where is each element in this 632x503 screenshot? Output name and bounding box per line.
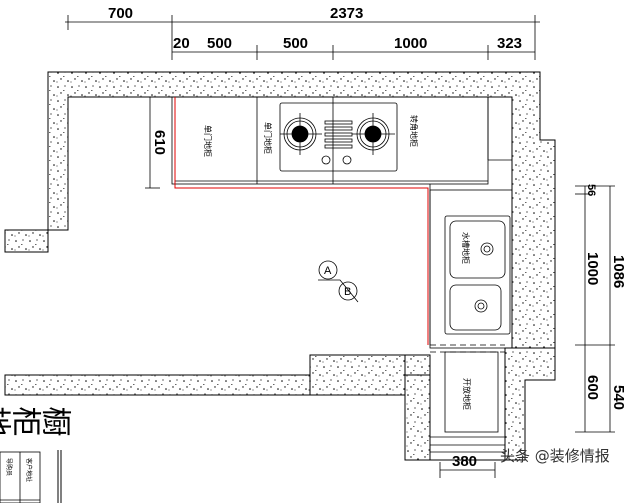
dim-1086: 1086 xyxy=(610,255,627,288)
countertop-edge-line xyxy=(174,97,429,345)
dim-600: 600 xyxy=(584,375,601,400)
dim-500b: 500 xyxy=(283,35,308,52)
label-sink: 水槽地柜 xyxy=(461,232,471,264)
cooktop xyxy=(279,97,398,184)
label-single-door-1: 单门地柜 xyxy=(203,125,213,157)
drawing-title: 橱柜地 xyxy=(0,401,72,437)
dim-1000: 1000 xyxy=(394,35,427,52)
top-counter xyxy=(171,96,513,349)
marker-b: B xyxy=(344,286,351,298)
dim-700: 700 xyxy=(108,5,133,22)
double-sink xyxy=(444,215,511,335)
walls xyxy=(4,71,556,461)
view-markers xyxy=(318,260,359,303)
dim-323: 323 xyxy=(497,35,522,52)
title-block xyxy=(0,451,41,503)
sales-guide-label: 导购员 xyxy=(5,458,13,476)
label-open: 开放地柜 xyxy=(462,378,472,410)
wall-top-left xyxy=(4,71,556,381)
dimension-lines xyxy=(65,15,615,478)
dim-610: 610 xyxy=(151,130,168,155)
open-cabinet xyxy=(430,344,505,453)
dim-2373: 2373 xyxy=(330,5,363,22)
wall-bottom-step xyxy=(309,354,406,396)
dim-540: 540 xyxy=(610,385,627,410)
watermark: 头条 @装修情报 xyxy=(500,447,610,465)
label-single-door-2: 单门地柜 xyxy=(263,122,273,154)
dim-500a: 500 xyxy=(207,35,232,52)
dim-56: 56 xyxy=(585,184,597,196)
dim-380: 380 xyxy=(452,453,477,470)
dim-1000-right: 1000 xyxy=(584,252,601,285)
label-corner: 转角地柜 xyxy=(409,115,419,147)
dim-20: 20 xyxy=(173,35,190,52)
marker-a: A xyxy=(324,265,332,277)
customer-address-label: 客户地址 xyxy=(25,458,33,482)
wall-bottom-left-post xyxy=(404,374,431,461)
wall-bottom-right xyxy=(504,347,556,461)
